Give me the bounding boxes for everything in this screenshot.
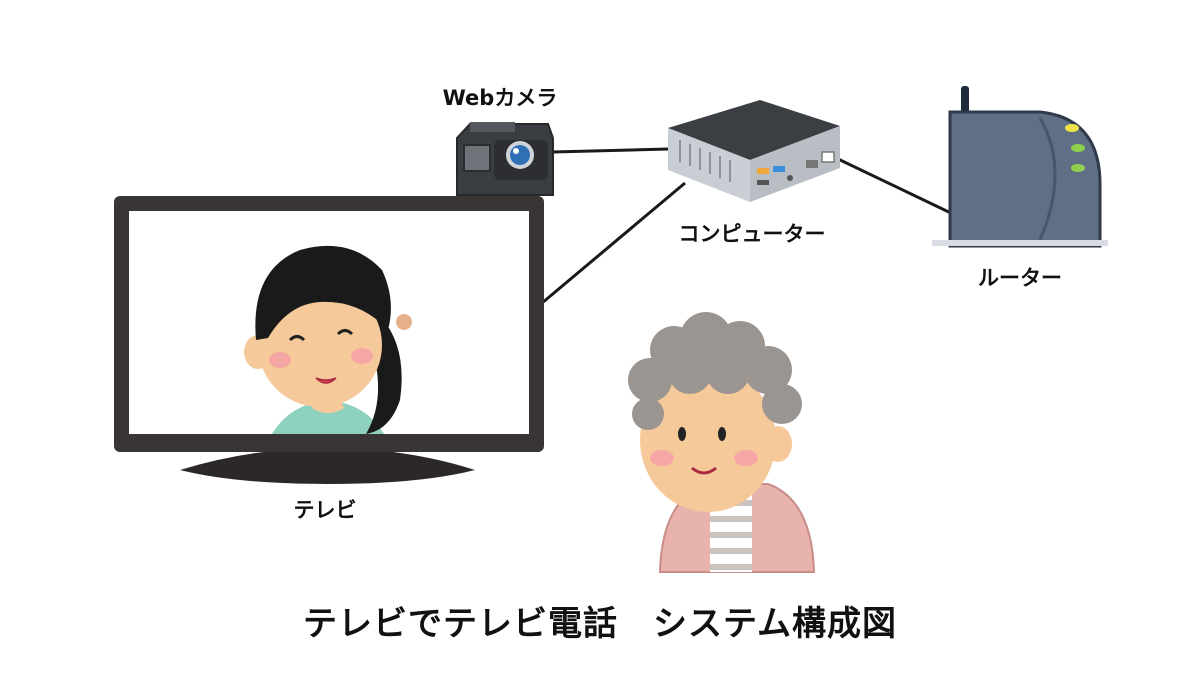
tv-label: テレビ <box>293 498 357 522</box>
young-woman-icon <box>244 245 412 434</box>
television-icon <box>114 196 544 484</box>
computer-label: コンピューター <box>678 222 826 246</box>
connection-lines <box>541 147 956 305</box>
line-computer-to-router <box>835 156 956 217</box>
camera-label: Webカメラ <box>442 86 558 110</box>
diagram-title: テレビでテレビ電話 システム構成図 <box>303 604 897 644</box>
line-camera-to-computer <box>552 147 669 154</box>
webcam-icon <box>456 122 554 196</box>
line-tv-to-computer <box>541 181 686 305</box>
mini-pc-icon <box>668 100 840 202</box>
grandmother-icon <box>628 312 816 573</box>
router-icon <box>932 86 1108 248</box>
router-label: ルーター <box>978 266 1062 290</box>
